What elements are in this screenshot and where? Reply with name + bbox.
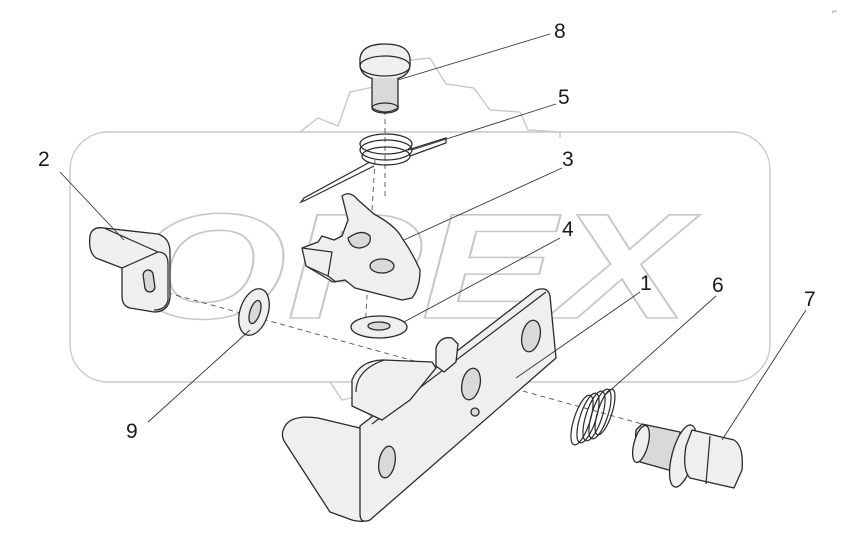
watermark-gear-outline: [299, 57, 561, 138]
part-1-bracket: [281, 288, 557, 522]
callout-1: 1: [640, 272, 652, 295]
leader-lines: [59, 33, 807, 441]
striker-edge: [103, 227, 159, 253]
coil-2: [576, 392, 600, 444]
leader-2: [59, 171, 125, 241]
bolt-shank-end: [631, 424, 651, 464]
coil-4: [588, 388, 612, 440]
corner-mark: ⌐: [832, 6, 837, 16]
latch-fold-2: [327, 275, 337, 283]
bracket-lug-edge: [355, 359, 385, 393]
callout-8: 8: [554, 20, 566, 43]
washer-inner: [367, 321, 391, 331]
part-9-washer: [238, 288, 270, 336]
callout-labels: 1 2 3 4 5 6 7 8 9: [38, 20, 816, 443]
bracket-hole-low: [377, 445, 397, 479]
striker-slot: [142, 269, 156, 293]
pin-head-rim: [359, 55, 411, 77]
callout-4: 4: [562, 218, 574, 241]
part-8-pin: [359, 43, 411, 114]
bracket-upright: [359, 288, 557, 522]
callout-2: 2: [38, 148, 50, 171]
pin-shaft: [371, 78, 399, 113]
callout-9: 9: [126, 420, 138, 443]
bracket-base-plate: [281, 416, 373, 522]
leader-5: [411, 103, 557, 151]
latch-pivot-hole: [369, 258, 395, 274]
spring-leg-left: [299, 161, 375, 204]
coil-3: [582, 390, 606, 442]
callout-3: 3: [562, 148, 574, 171]
leader-7: [721, 309, 807, 441]
leader-1: [515, 291, 641, 379]
washer9-inner: [248, 299, 262, 325]
part-2-striker: [88, 227, 171, 313]
callout-6: 6: [712, 274, 724, 297]
leader-8: [397, 33, 551, 81]
leader-3: [403, 167, 563, 241]
pin-shaft-end: [371, 102, 399, 114]
spring-leg-right: [407, 137, 447, 157]
callout-5: 5: [558, 86, 570, 109]
leader-9: [147, 329, 251, 423]
spring-coil-1: [359, 133, 413, 155]
bracket-small-hole: [470, 407, 480, 417]
pin-head: [359, 43, 411, 81]
part-7-bolt: [631, 423, 743, 489]
latch-fold: [301, 247, 333, 277]
striker-face: [121, 251, 169, 311]
coil-5: [594, 388, 616, 436]
bracket-hole-mid: [460, 367, 482, 401]
bracket-hole-top: [520, 319, 542, 353]
bolt-head-flat: [705, 435, 711, 485]
part-5-torsion-spring: [299, 133, 447, 204]
part-6-coil-spring: [570, 388, 616, 446]
bolt-head: [684, 429, 743, 489]
leader-4: [403, 237, 561, 323]
part-4-washer: [350, 315, 408, 339]
callout-7: 7: [804, 288, 816, 311]
bracket-lug: [351, 359, 437, 421]
part-3-latch-hook: [301, 193, 421, 301]
latch-notch: [347, 231, 371, 249]
bracket-tab: [435, 337, 459, 373]
striker-body: [88, 227, 171, 313]
leader-6: [603, 295, 717, 397]
